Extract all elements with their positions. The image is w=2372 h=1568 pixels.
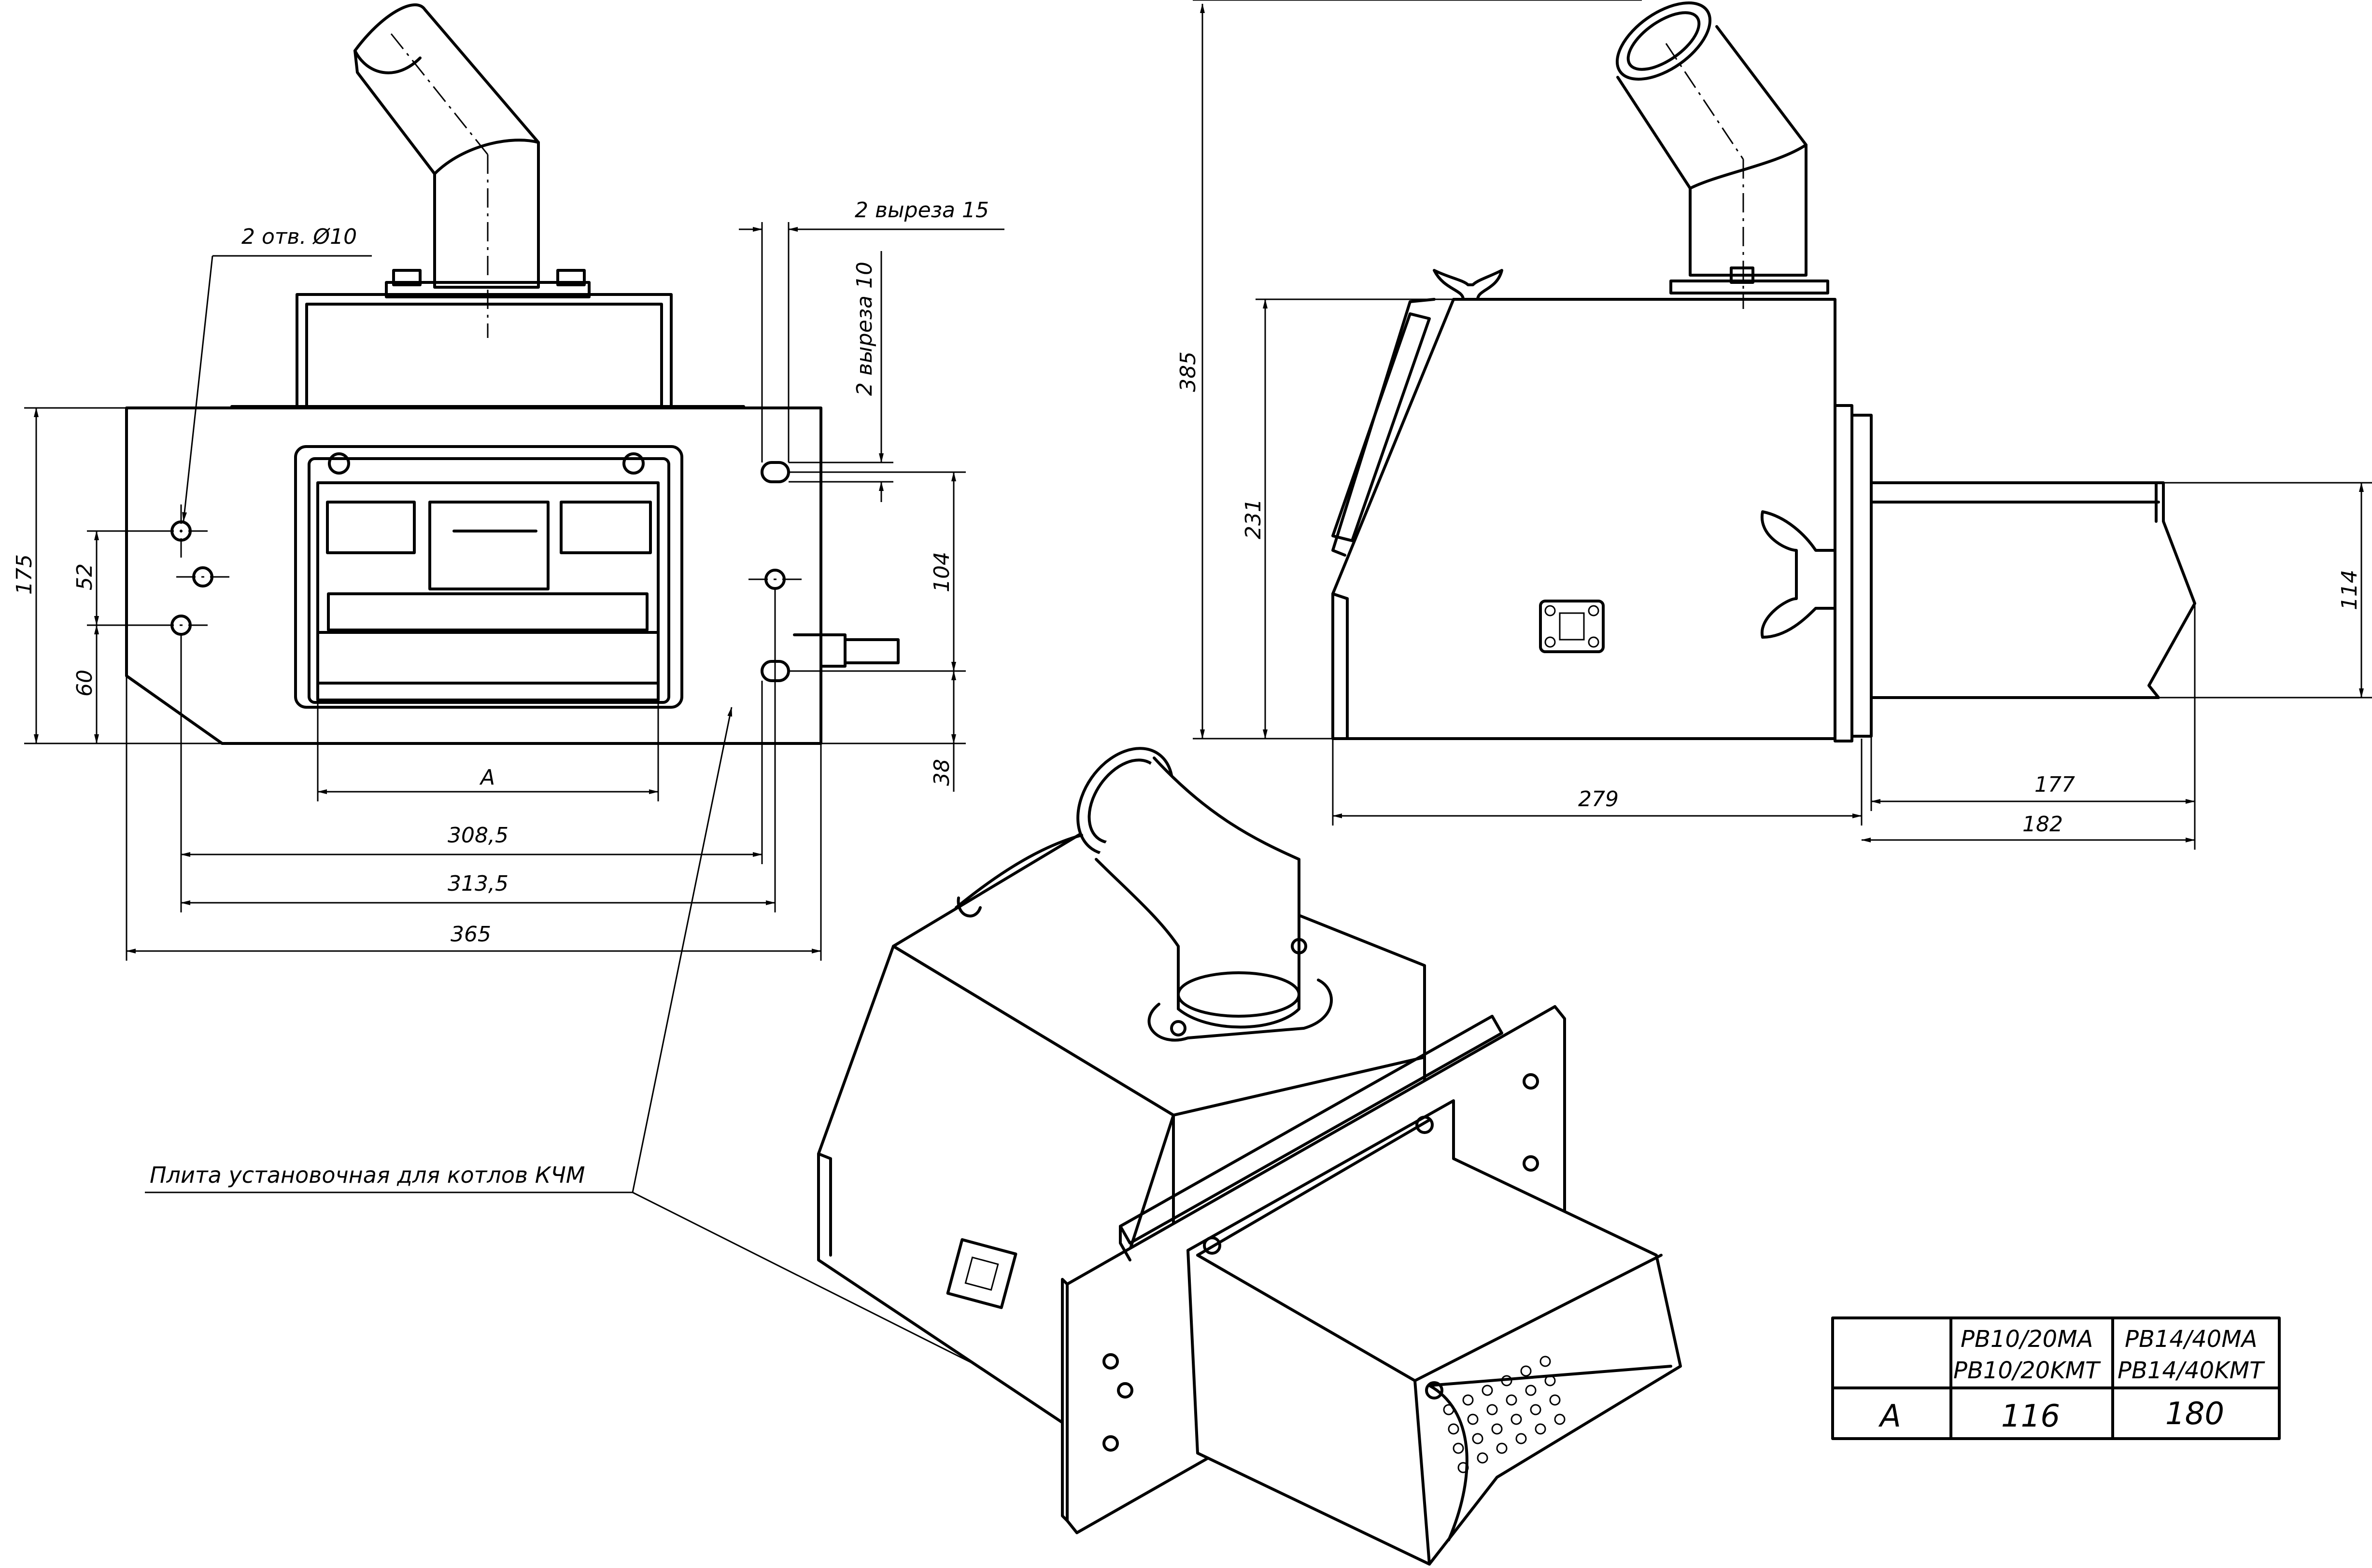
front-side-connector — [819, 633, 900, 668]
front-holes — [155, 461, 802, 682]
front-callout-cutout-15: 2 выреза 15 — [739, 198, 1004, 462]
dim-38-label: 38 — [930, 759, 954, 786]
callout-plate-kchm: Плита установочная для котлов КЧМ — [150, 1162, 585, 1188]
side-dim-177: 177 — [1870, 603, 2196, 850]
front-dim-60: 60 — [72, 625, 99, 744]
side-dim-279: 279 — [1332, 739, 1863, 826]
dim-60-label: 60 — [72, 670, 97, 697]
front-dim-308: 308,5 — [180, 589, 776, 912]
front-housing — [230, 293, 745, 409]
front-callout-holes: 2 отв. Ø10 — [182, 224, 372, 522]
plate-leader: Плита установочная для котлов КЧМ — [145, 707, 1099, 1428]
variant-table: PB10/20MA PB10/20KMT PB14/40MA PB14/40KM… — [1831, 1316, 2281, 1440]
front-dim-104: 104 — [787, 471, 966, 672]
dim-365-label: 365 — [451, 922, 491, 947]
dim-182-label: 182 — [2022, 812, 2063, 837]
dim-313-label: 313,5 — [448, 871, 508, 896]
front-dim-38: 38 — [821, 671, 966, 792]
front-dim-365: 365 — [126, 676, 822, 961]
front-dim-52: 52 — [72, 530, 174, 626]
front-dim-A: A — [317, 702, 659, 801]
table-value-2: 180 — [2165, 1396, 2224, 1432]
table-col2-line2: PB14/40KMT — [2118, 1357, 2265, 1384]
iso-elbow-tube — [955, 747, 1333, 1042]
side-flange — [1669, 266, 1829, 294]
callout-holes-d10: 2 отв. Ø10 — [241, 224, 357, 249]
dim-114-label: 114 — [2337, 570, 2362, 610]
dim-385-label: 385 — [1176, 351, 1200, 392]
front-callout-cutout-10: 2 выреза 10 — [789, 251, 893, 502]
front-flange — [385, 269, 591, 298]
side-dim-182: 182 — [1861, 812, 2195, 842]
side-view: 385 231 279 177 182 114 — [1176, 0, 2372, 850]
table-col1-line1: PB10/20MA — [1961, 1326, 2093, 1353]
front-dim-313: 313,5 — [181, 871, 776, 905]
side-wing-nut — [1760, 510, 1836, 639]
side-dim-231: 231 — [1241, 298, 1454, 739]
front-burner-opening — [294, 445, 683, 709]
front-mounting-plate — [125, 406, 822, 745]
table-col2-line1: PB14/40MA — [2125, 1326, 2257, 1353]
side-plate — [1834, 404, 1873, 742]
table-col1-line2: PB10/20KMT — [1953, 1357, 2101, 1384]
isometric-view — [817, 747, 1682, 1566]
dim-177-label: 177 — [2034, 772, 2075, 797]
front-view: 175 52 60 104 38 2 выреза 15 2 вырез — [12, 3, 1004, 961]
iso-burner-tube — [1186, 1099, 1682, 1566]
dim-52-label: 52 — [72, 563, 97, 590]
dim-308-label: 308,5 — [448, 823, 508, 848]
table-value-1: 116 — [2001, 1399, 2060, 1434]
front-dim-175: 175 — [12, 407, 222, 744]
callout-cutouts-10: 2 выреза 10 — [852, 262, 877, 396]
table-row-label: A — [1878, 1399, 1901, 1434]
dim-231-label: 231 — [1241, 499, 1266, 539]
dim-279-label: 279 — [1578, 787, 1619, 812]
dim-A-label: A — [479, 765, 495, 790]
dim-175-label: 175 — [12, 554, 37, 595]
iso-grate-holes — [1443, 1356, 1566, 1473]
side-elbow-tube — [1615, 1, 1807, 309]
front-elbow-tube — [353, 3, 540, 338]
side-dim-114: 114 — [2159, 482, 2372, 699]
dim-104-label: 104 — [930, 552, 954, 592]
callout-cutouts-15: 2 выреза 15 — [855, 198, 989, 223]
side-body — [1331, 298, 1836, 740]
side-dim-385: 385 — [1176, 0, 1642, 740]
side-wing-nut-top — [1433, 269, 1503, 301]
side-burner-tube — [1870, 481, 2196, 699]
